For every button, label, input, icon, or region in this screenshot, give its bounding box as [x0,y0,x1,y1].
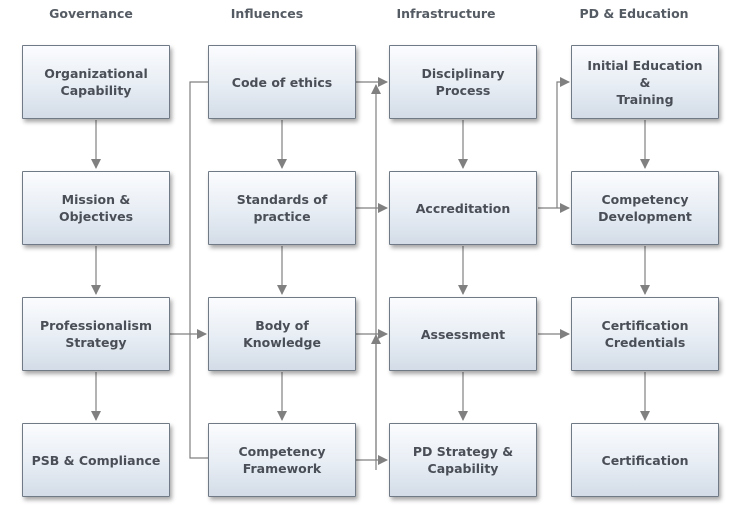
box-label: Accreditation [415,200,511,216]
box-label: Code of ethics [231,74,333,90]
box-label: Certification Credentials [601,318,689,350]
box-standards-of-practice: Standards of practice [208,171,356,245]
box-organizational-capability: Organizational Capability [22,45,170,119]
header-infrastructure: Infrastructure [396,6,496,21]
box-mission-objectives: Mission & Objectives [22,171,170,245]
connector-ethics-to-framework [189,81,232,463]
box-disciplinary-process: Disciplinary Process [389,45,537,119]
box-label: Assessment [420,326,506,342]
header-influences: Influences [230,6,304,21]
box-assessment: Assessment [389,297,537,371]
box-label: Competency Framework [238,444,326,476]
box-certification: Certification [571,423,719,497]
box-initial-education-training: Initial Education & Training [571,45,719,119]
box-label: PSB & Compliance [31,452,161,468]
header-governance: Governance [49,6,133,21]
box-competency-framework: Competency Framework [208,423,356,497]
box-label: Initial Education & Training [587,57,703,107]
box-label: PD Strategy & Capability [412,444,514,476]
box-professionalism-strategy: Professionalism Strategy [22,297,170,371]
box-psb-compliance: PSB & Compliance [22,423,170,497]
box-label: Disciplinary Process [421,66,505,98]
box-label: Competency Development [598,192,692,224]
box-accreditation: Accreditation [389,171,537,245]
box-label: Certification [601,452,689,468]
box-label: Professionalism Strategy [40,318,152,350]
box-certification-credentials: Certification Credentials [571,297,719,371]
box-label: Mission & Objectives [58,192,134,224]
box-code-of-ethics: Code of ethics [208,45,356,119]
connector-accreditation-to-initial [556,77,570,208]
box-competency-development: Competency Development [571,171,719,245]
box-pd-strategy-capability: PD Strategy & Capability [389,423,537,497]
box-label: Standards of practice [236,192,328,224]
box-label: Organizational Capability [44,66,148,98]
box-body-of-knowledge: Body of Knowledge [208,297,356,371]
header-pd-education: PD & Education [579,6,689,21]
box-label: Body of Knowledge [243,318,321,350]
